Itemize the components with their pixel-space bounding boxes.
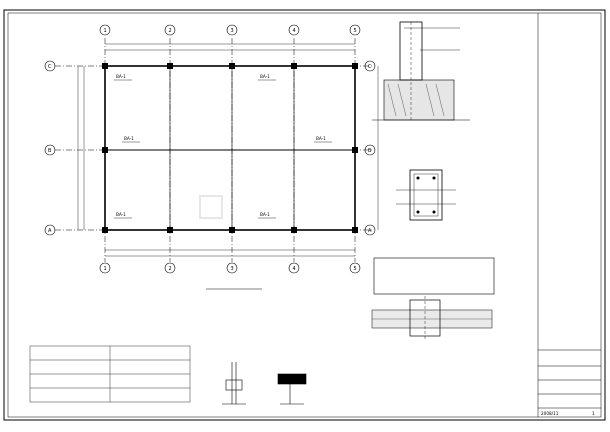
title-block	[537, 13, 601, 417]
title-block-date: 2008/11	[541, 411, 559, 416]
axis-number: 5	[354, 266, 357, 272]
axis-number: 2	[169, 266, 172, 272]
axis-number: 3	[231, 28, 234, 34]
axis-number: 1	[104, 28, 107, 34]
axis-number: 2	[169, 28, 172, 34]
detail-mid	[396, 169, 456, 221]
member-tag: BA-1	[116, 74, 126, 79]
spec-box	[373, 257, 495, 295]
notes-block	[29, 345, 191, 403]
axis-number: 5	[354, 28, 357, 34]
sheet-border	[3, 9, 606, 421]
floor-plan: BA-1 BA-1 BA-1 BA-1 BA-1 BA-1 1 2 3 4 5	[44, 24, 379, 290]
member-tag: BA-1	[124, 136, 134, 141]
detail-top	[372, 21, 470, 121]
axis-bubbles-sides	[44, 60, 376, 236]
axis-letter: A	[48, 228, 52, 234]
axis-letter: A	[368, 228, 372, 234]
detail-bottom	[371, 296, 493, 340]
axis-number: 4	[293, 266, 296, 272]
axis-number: 3	[231, 266, 234, 272]
axis-letter: B	[368, 148, 372, 154]
member-tags: BA-1 BA-1 BA-1 BA-1 BA-1 BA-1	[116, 74, 326, 217]
member-tag: BA-1	[260, 212, 270, 217]
axis-letter: C	[48, 64, 52, 70]
member-tag: BA-1	[316, 136, 326, 141]
axis-letter: B	[48, 148, 52, 154]
member-tag: BA-1	[260, 74, 270, 79]
outer-beam-frame	[104, 65, 356, 231]
axis-bubbles-bottom	[99, 262, 361, 274]
axis-letter: C	[368, 64, 372, 70]
watermark-logo	[199, 195, 223, 219]
sheet-inner-border	[7, 12, 602, 418]
axis-bubbles-top	[99, 24, 361, 36]
section-detail-small	[222, 362, 307, 405]
member-tag: BA-1	[116, 212, 126, 217]
title-block-sheet: 1	[592, 411, 595, 416]
axis-number: 4	[293, 28, 296, 34]
columns	[102, 63, 358, 233]
axis-number: 1	[104, 266, 107, 272]
